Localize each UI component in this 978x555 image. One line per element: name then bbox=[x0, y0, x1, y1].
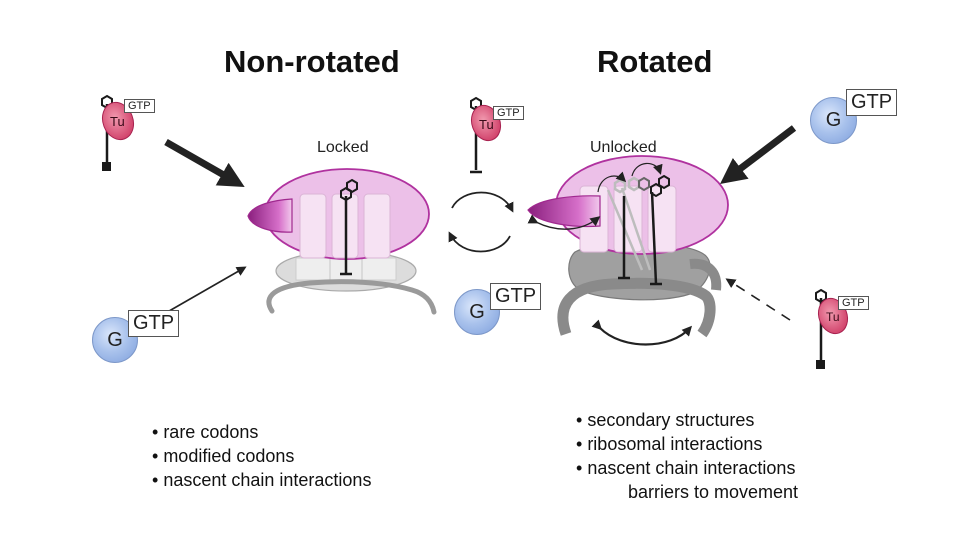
title-non-rotated: Non-rotated bbox=[224, 44, 400, 79]
bullet-list-rotated: secondary structures ribosomal interacti… bbox=[576, 408, 798, 504]
gtp-tag-top-left: GTP bbox=[124, 99, 155, 113]
trna-right bbox=[618, 174, 670, 286]
tu-label-top-left: Tu bbox=[110, 114, 125, 129]
gtp-tag-bottom-left: GTP bbox=[128, 310, 180, 337]
bullet-item: nascent chain interactions bbox=[576, 456, 798, 480]
arrow-ternary-right-dashed bbox=[725, 278, 791, 321]
gtp-tag-top-right: GTP bbox=[846, 89, 898, 116]
tunnel-double-arrow bbox=[527, 214, 601, 230]
bullet-item: ribosomal interactions bbox=[576, 432, 798, 456]
bullet-continuation: barriers to movement bbox=[628, 482, 799, 502]
bullet-item: secondary structures bbox=[576, 408, 798, 432]
bullet-item: modified codons bbox=[152, 444, 371, 468]
bullet-item: rare codons bbox=[152, 420, 371, 444]
trna-left bbox=[340, 178, 358, 276]
bullet-item: nascent chain interactions bbox=[152, 468, 371, 492]
gtp-tag-center: GTP bbox=[493, 106, 524, 120]
rotation-double-arrow bbox=[591, 319, 693, 346]
label-locked: Locked bbox=[317, 139, 369, 156]
mrna-left bbox=[266, 279, 437, 315]
exit-tunnel-left bbox=[247, 198, 293, 233]
exchange-arrows bbox=[448, 191, 514, 253]
arrow-ef-g-right bbox=[720, 125, 797, 185]
label-unlocked: Unlocked bbox=[590, 139, 657, 156]
tu-label-center: Tu bbox=[479, 117, 494, 132]
bullet-list-non-rotated: rare codons modified codons nascent chai… bbox=[152, 420, 371, 492]
title-rotated: Rotated bbox=[597, 44, 713, 79]
arrow-ternary-left bbox=[164, 138, 245, 187]
ribosome-non-rotated bbox=[247, 168, 437, 315]
ribosome-rotated bbox=[527, 155, 729, 346]
tu-label-bottom-right: Tu bbox=[826, 310, 840, 324]
exit-tunnel-right bbox=[527, 195, 601, 228]
gtp-tag-center-large: GTP bbox=[490, 283, 542, 310]
gtp-tag-bottom-right: GTP bbox=[838, 296, 869, 310]
